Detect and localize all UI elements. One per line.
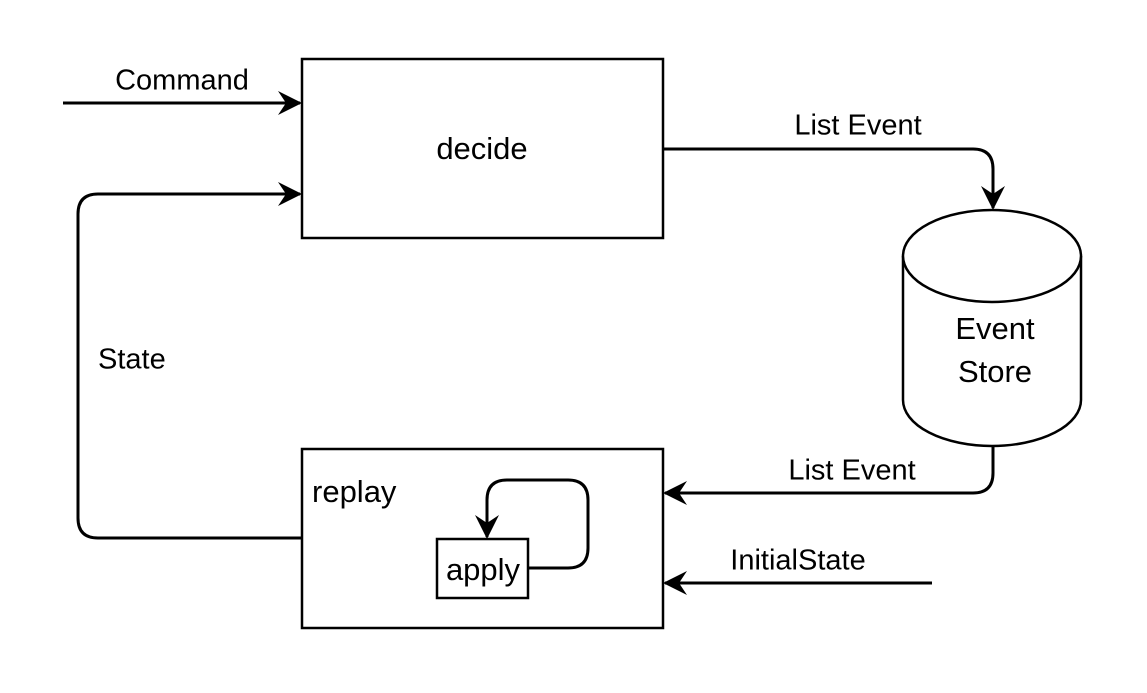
apply-loop-arrow: [475, 478, 590, 570]
list-event-to-replay-label: List Event: [788, 455, 915, 487]
state-label: State: [98, 344, 166, 376]
decide-label: decide: [436, 131, 527, 166]
apply-label: apply: [446, 552, 521, 587]
list-event-to-store-arrow: [663, 147, 1005, 210]
event-store-label-line1: Event: [955, 311, 1035, 346]
initial-state-label: InitialState: [730, 545, 865, 577]
event-store-cylinder: [901, 208, 1083, 448]
decide-box: [300, 57, 665, 240]
event-store-label-line2: Store: [958, 354, 1032, 389]
state-arrow: [76, 182, 302, 540]
apply-box: [435, 537, 530, 600]
replay-label: replay: [312, 474, 397, 509]
list-event-to-replay-arrow: [663, 447, 995, 505]
list-event-to-store-label: List Event: [794, 110, 921, 142]
command-label: Command: [115, 65, 249, 97]
